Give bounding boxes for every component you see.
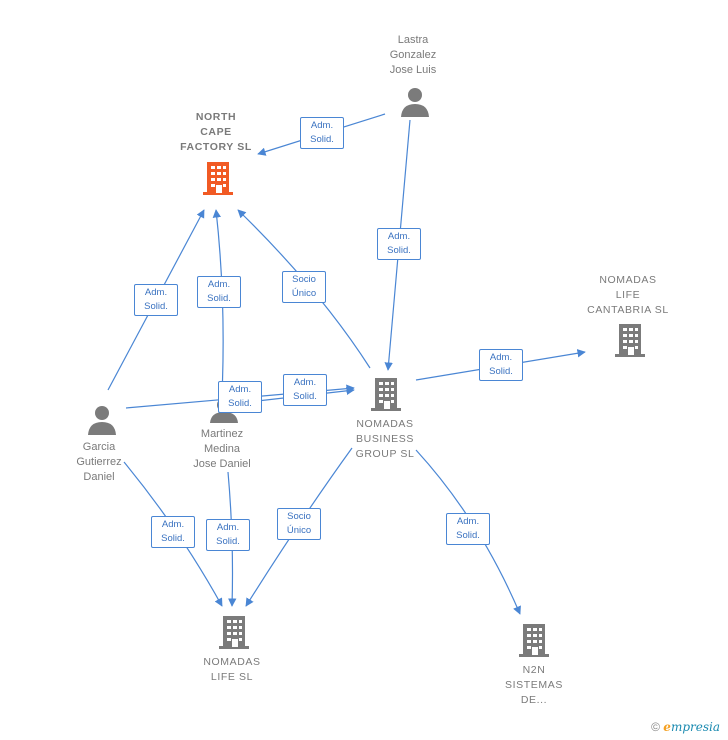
- node-label-garcia[interactable]: Garcia Gutierrez Daniel: [76, 441, 122, 483]
- building-icon[interactable]: [218, 614, 250, 650]
- node-label-n2n[interactable]: N2N SISTEMAS DE...: [505, 664, 563, 706]
- copyright-symbol: ©: [651, 720, 660, 734]
- edge-label: Adm. Solid.: [446, 513, 490, 545]
- node-label-north-cape[interactable]: NORTH CAPE FACTORY SL: [180, 111, 252, 153]
- person-icon[interactable]: [399, 86, 431, 118]
- node-label-lastra[interactable]: Lastra Gonzalez Jose Luis: [389, 34, 437, 76]
- node-label-nomadas-cantabria[interactable]: NOMADAS LIFE CANTABRIA SL: [587, 274, 669, 316]
- edge-label: Adm. Solid.: [479, 349, 523, 381]
- edge-label: Adm. Solid.: [218, 381, 262, 413]
- edge-label: Adm. Solid.: [134, 284, 178, 316]
- edge-label: Socio Único: [282, 271, 326, 303]
- node-label-nomadas-business[interactable]: NOMADAS BUSINESS GROUP SL: [355, 418, 415, 460]
- building-icon[interactable]: [614, 322, 646, 358]
- node-label-nomadas-life[interactable]: NOMADAS LIFE SL: [203, 656, 261, 683]
- edge-label: Adm. Solid.: [206, 519, 250, 551]
- building-icon[interactable]: [518, 622, 550, 658]
- edge-label: Adm. Solid.: [151, 516, 195, 548]
- edge-label: Adm. Solid.: [197, 276, 241, 308]
- building-icon[interactable]: [202, 160, 234, 196]
- node-label-martinez[interactable]: Martinez Medina Jose Daniel: [193, 428, 251, 470]
- edge-label: Adm. Solid.: [377, 228, 421, 260]
- building-icon[interactable]: [370, 376, 402, 412]
- empresia-logo[interactable]: empresia: [663, 720, 720, 734]
- edge-label: Adm. Solid.: [300, 117, 344, 149]
- brand-footer: © empresia: [651, 720, 720, 734]
- edge-label: Socio Único: [277, 508, 321, 540]
- person-icon[interactable]: [86, 404, 118, 436]
- edge-label: Adm. Solid.: [283, 374, 327, 406]
